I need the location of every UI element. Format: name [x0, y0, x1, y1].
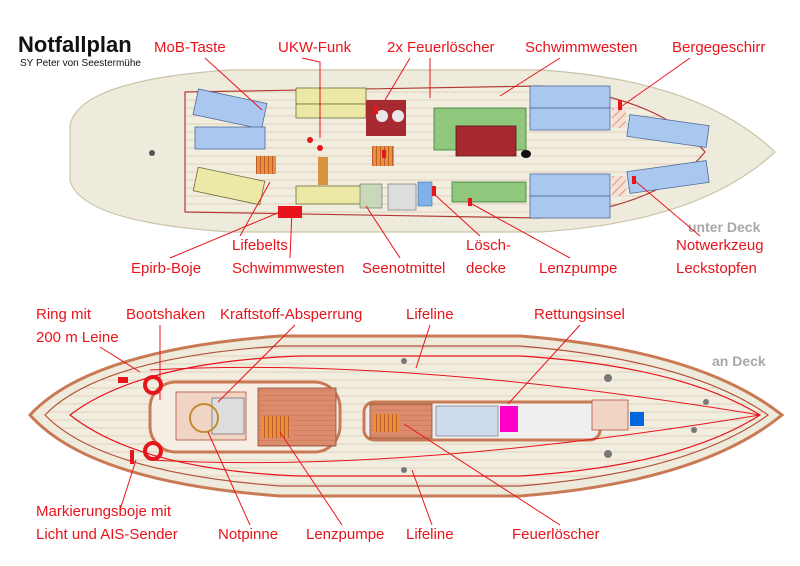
salon-table [433, 107, 531, 203]
life-ring-starboard [143, 441, 163, 461]
page-title: Notfallplan [18, 32, 132, 57]
label-lenzpumpe-deck: Lenzpumpe [306, 526, 384, 543]
on-deck-labels: Ring mit 200 m Leine Bootshaken Kraftsto… [36, 306, 766, 543]
on-deck-plan [27, 334, 785, 498]
label-notpinne: Notpinne [218, 526, 278, 543]
label-kraftstoff-absperrung: Kraftstoff-Absperrung [220, 306, 362, 323]
stanchions [401, 358, 709, 473]
label-epirb-boje: Epirb-Boje [131, 260, 201, 277]
aft-berths [192, 88, 328, 206]
below-deck-leaders [169, 57, 701, 259]
jackstay [149, 366, 761, 416]
label-schwimmwesten-top: Schwimmwesten [525, 39, 638, 56]
section-label-above: an Deck [712, 353, 766, 369]
steering-wheel [189, 403, 219, 433]
label-feuerloescher-deck: Feuerlöscher [512, 526, 600, 543]
section-label-below: unter Deck [688, 219, 761, 235]
label-lifebelts: Lifebelts [232, 237, 288, 254]
label-loeschdecke-1: Lösch- [466, 237, 511, 254]
label-bergegeschirr: Bergegeschirr [672, 39, 765, 56]
label-feuerloescher-below: 2x Feuerlöscher [387, 39, 495, 56]
life-ring-port [143, 375, 163, 395]
label-lenzpumpe-below: Lenzpumpe [539, 260, 617, 277]
life-raft [500, 406, 518, 432]
page-subtitle: SY Peter von Seestermühe [20, 58, 141, 69]
label-markierungsboje-1: Markierungsboje mit [36, 503, 172, 520]
label-ring-mit: Ring mit [36, 306, 92, 323]
cockpit-grating [211, 397, 245, 435]
label-lifeline-top: Lifeline [406, 306, 454, 323]
forward-berths [529, 85, 710, 219]
label-mob-taste: MoB-Taste [154, 39, 226, 56]
label-rettungsinsel: Rettungsinsel [534, 306, 625, 323]
label-schwimmwesten-bottom: Schwimmwesten [232, 260, 345, 277]
below-deck-plan [69, 69, 776, 233]
below-deck-labels: MoB-Taste UKW-Funk 2x Feuerlöscher Schwi… [131, 39, 765, 277]
rudder-post [149, 150, 155, 156]
label-notwerkzeug: Notwerkzeug [676, 237, 764, 254]
label-bootshaken: Bootshaken [126, 306, 205, 323]
label-seenotmittel: Seenotmittel [362, 260, 445, 277]
label-leckstopfen: Leckstopfen [676, 260, 757, 277]
on-deck-leaders [99, 324, 581, 526]
label-lifeline-bottom: Lifeline [406, 526, 454, 543]
label-ukw-funk: UKW-Funk [278, 39, 352, 56]
label-loeschdecke-2: decke [466, 260, 506, 277]
label-markierungsboje-2: Licht und AIS-Sender [36, 526, 178, 543]
label-200m-leine: 200 m Leine [36, 329, 119, 346]
